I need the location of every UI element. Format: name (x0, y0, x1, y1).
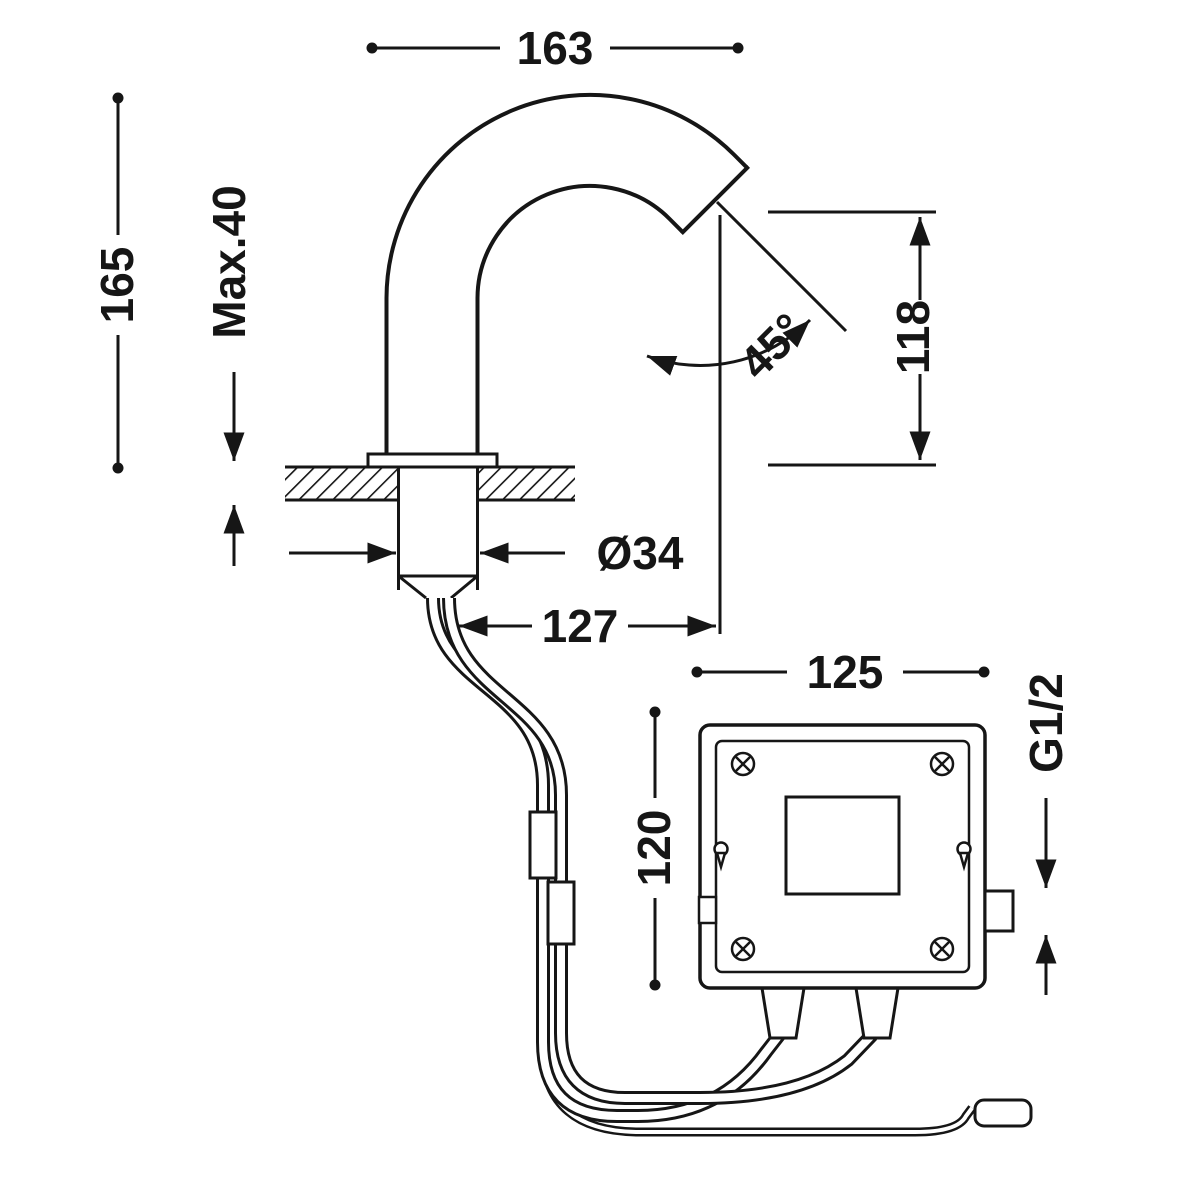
sensor-plug (973, 1098, 1033, 1128)
supply-hose-2-inner (445, 597, 875, 1102)
mounting-deck (285, 465, 575, 502)
corner-screw-icon (929, 936, 955, 962)
shank-taper-right (450, 574, 479, 600)
dimension-163: 163 (366, 22, 744, 74)
dimension-165: 165 (91, 92, 143, 474)
corner-screw-icon (929, 751, 955, 777)
dimension-127: 127 (459, 215, 722, 652)
dim-163-label: 163 (517, 22, 594, 74)
faucet-body (366, 92, 751, 469)
dim-118-label: 118 (887, 300, 939, 374)
control-box (697, 723, 1015, 1040)
dimension-120: 120 (628, 706, 680, 991)
dim-127-label: 127 (542, 600, 619, 652)
dimension-125: 125 (691, 646, 990, 698)
angle-arc (646, 318, 812, 376)
dim-165-label: 165 (91, 247, 143, 324)
spout-outlet-face (679, 164, 751, 236)
dimension-45deg: 45° (646, 200, 848, 389)
dimension-annotations: 163 165 Max.40 Ø34 12 (91, 22, 1072, 995)
dim-g12-label: G1/2 (1020, 673, 1072, 773)
box-hose-connector-2 (854, 986, 900, 1040)
corner-screw-icon (730, 936, 756, 962)
deck-hatch-left (285, 467, 398, 500)
dim-max40-label: Max.40 (203, 185, 255, 338)
keyhole-icon (713, 841, 729, 872)
keyhole-icon (956, 841, 972, 872)
base-flange (366, 452, 499, 469)
dimension-118: 118 (768, 210, 939, 467)
dim-120-label: 120 (628, 810, 680, 887)
faucet-inner (388, 96, 746, 467)
hoses (426, 597, 1033, 1137)
dim-45-label: 45° (729, 303, 815, 389)
dimension-g12: G1/2 (1020, 673, 1072, 995)
box-display (784, 795, 901, 896)
corner-screw-icon (730, 751, 756, 777)
box-side-tab (697, 895, 718, 925)
dimension-max40: Max.40 (203, 185, 255, 566)
spout-axis-reference (715, 200, 848, 333)
dimension-d34: Ø34 (289, 527, 684, 590)
shank-taper-left (397, 574, 427, 600)
box-hose-connector-1 (760, 986, 806, 1040)
dim-125-label: 125 (807, 646, 884, 698)
inline-connector-2 (546, 880, 576, 946)
inline-connector-1 (528, 810, 558, 880)
threaded-shank (397, 467, 479, 600)
deck-hatch-right (478, 467, 575, 500)
box-outlet-connector (983, 889, 1015, 933)
dim-d34-label: Ø34 (597, 527, 684, 579)
